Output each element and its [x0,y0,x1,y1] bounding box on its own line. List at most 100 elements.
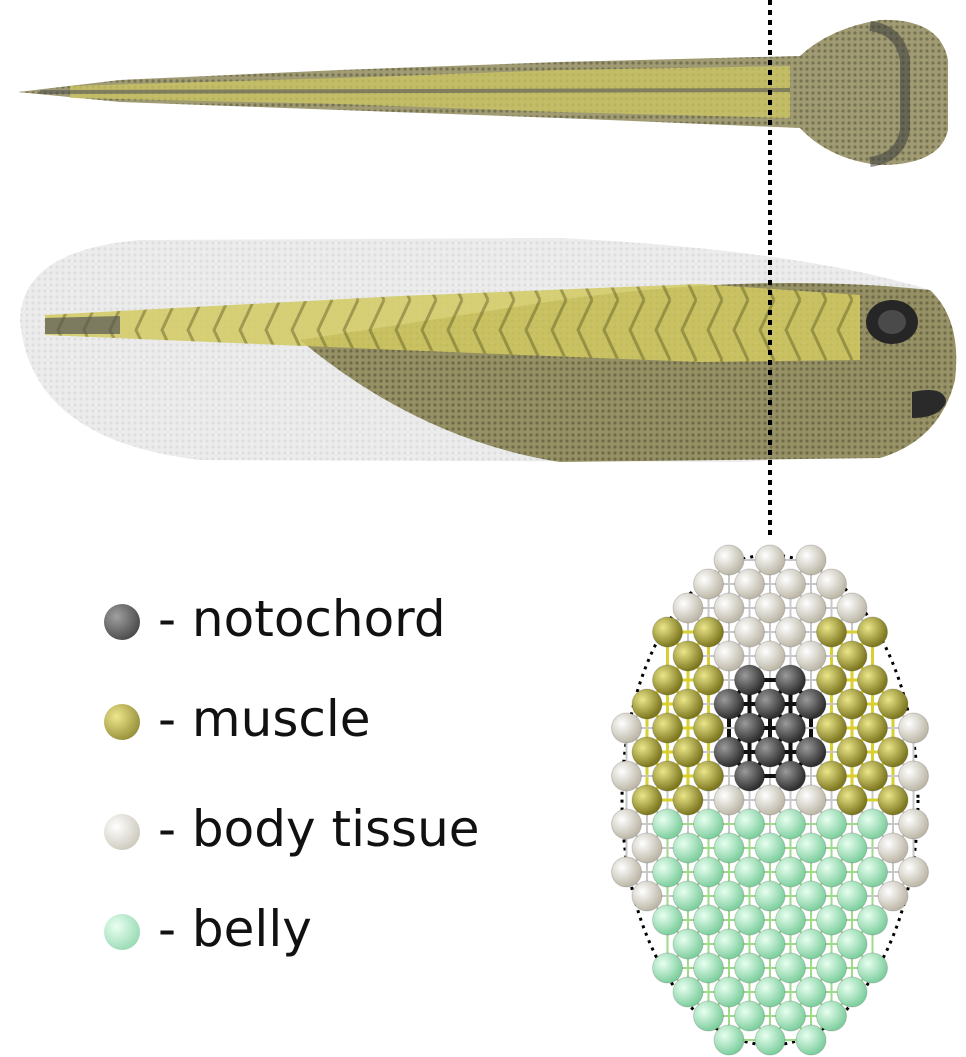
belly-sphere [735,809,765,839]
muscle-sphere [673,737,703,767]
body-tissue-sphere [796,785,826,815]
body-tissue-sphere [632,881,662,911]
body-tissue-sphere [612,761,642,791]
belly-sphere [714,977,744,1007]
body-tissue-sphere-icon [104,814,140,850]
belly-sphere [735,1001,765,1031]
belly-sphere [694,905,724,935]
belly-sphere [837,833,867,863]
muscle-sphere [653,617,683,647]
belly-sphere [776,809,806,839]
belly-sphere [817,857,847,887]
legend-label-notochord: - notochord [158,590,446,648]
belly-sphere [653,953,683,983]
belly-sphere [755,1025,785,1055]
legend-label-body-tissue: - body tissue [158,800,480,858]
muscle-sphere [694,617,724,647]
cross-section-diagram [612,545,929,1055]
belly-sphere [817,905,847,935]
belly-sphere [837,929,867,959]
body-tissue-sphere [796,593,826,623]
belly-sphere [735,857,765,887]
belly-sphere [776,905,806,935]
belly-sphere [796,929,826,959]
belly-sphere [735,953,765,983]
body-tissue-sphere [735,569,765,599]
muscle-sphere [817,713,847,743]
belly-sphere [714,1025,744,1055]
body-tissue-sphere [776,569,806,599]
notochord-sphere [776,665,806,695]
belly-sphere [858,857,888,887]
belly-sphere [796,1025,826,1055]
belly-sphere [673,929,703,959]
notochord-sphere [755,689,785,719]
notochord-sphere [776,713,806,743]
body-tissue-sphere [735,617,765,647]
belly-sphere [714,881,744,911]
belly-sphere [796,881,826,911]
belly-sphere [858,953,888,983]
muscle-sphere [694,761,724,791]
belly-sphere [817,1001,847,1031]
muscle-sphere [694,713,724,743]
belly-sphere [755,929,785,959]
muscle-sphere [858,665,888,695]
muscle-sphere [673,641,703,671]
muscle-sphere [858,761,888,791]
legend-label-belly: - belly [158,900,312,958]
belly-sphere [694,953,724,983]
muscle-sphere [837,689,867,719]
fish-lateral-view [20,238,956,462]
belly-sphere [837,881,867,911]
belly-sphere [858,905,888,935]
body-tissue-sphere [755,785,785,815]
notochord-sphere [796,737,826,767]
muscle-sphere [653,665,683,695]
muscle-sphere [837,737,867,767]
muscle-sphere [837,785,867,815]
notochord-sphere [735,761,765,791]
notochord-sphere [735,665,765,695]
legend-item-belly: - belly [100,900,520,960]
notochord-sphere-icon [104,604,140,640]
belly-sphere [796,977,826,1007]
belly-sphere [673,833,703,863]
body-tissue-sphere [632,833,662,863]
belly-sphere [653,905,683,935]
muscle-sphere-icon [104,704,140,740]
muscle-sphere [653,713,683,743]
belly-sphere [714,929,744,959]
body-tissue-sphere [776,617,806,647]
muscle-sphere [817,761,847,791]
legend-item-body-tissue: - body tissue [100,800,520,860]
belly-sphere [714,833,744,863]
lattice-spheres [612,545,929,1055]
fish-dorsal-view [18,20,948,165]
muscle-sphere [694,665,724,695]
belly-sphere-icon [104,914,140,950]
body-tissue-sphere [755,545,785,575]
body-tissue-sphere [755,593,785,623]
notochord-sphere [776,761,806,791]
body-tissue-sphere [796,641,826,671]
body-tissue-sphere [673,593,703,623]
body-tissue-sphere [837,593,867,623]
body-tissue-sphere [878,833,908,863]
lateral-notochord [45,316,120,334]
belly-sphere [776,1001,806,1031]
body-tissue-sphere [612,713,642,743]
body-tissue-sphere [796,545,826,575]
muscle-sphere [837,641,867,671]
belly-sphere [776,953,806,983]
belly-sphere [735,905,765,935]
belly-sphere [673,881,703,911]
legend-label-muscle: - muscle [158,690,371,748]
belly-sphere [796,833,826,863]
body-tissue-sphere [899,809,929,839]
notochord-sphere [735,713,765,743]
muscle-sphere [878,785,908,815]
body-tissue-sphere [612,857,642,887]
belly-sphere [817,953,847,983]
